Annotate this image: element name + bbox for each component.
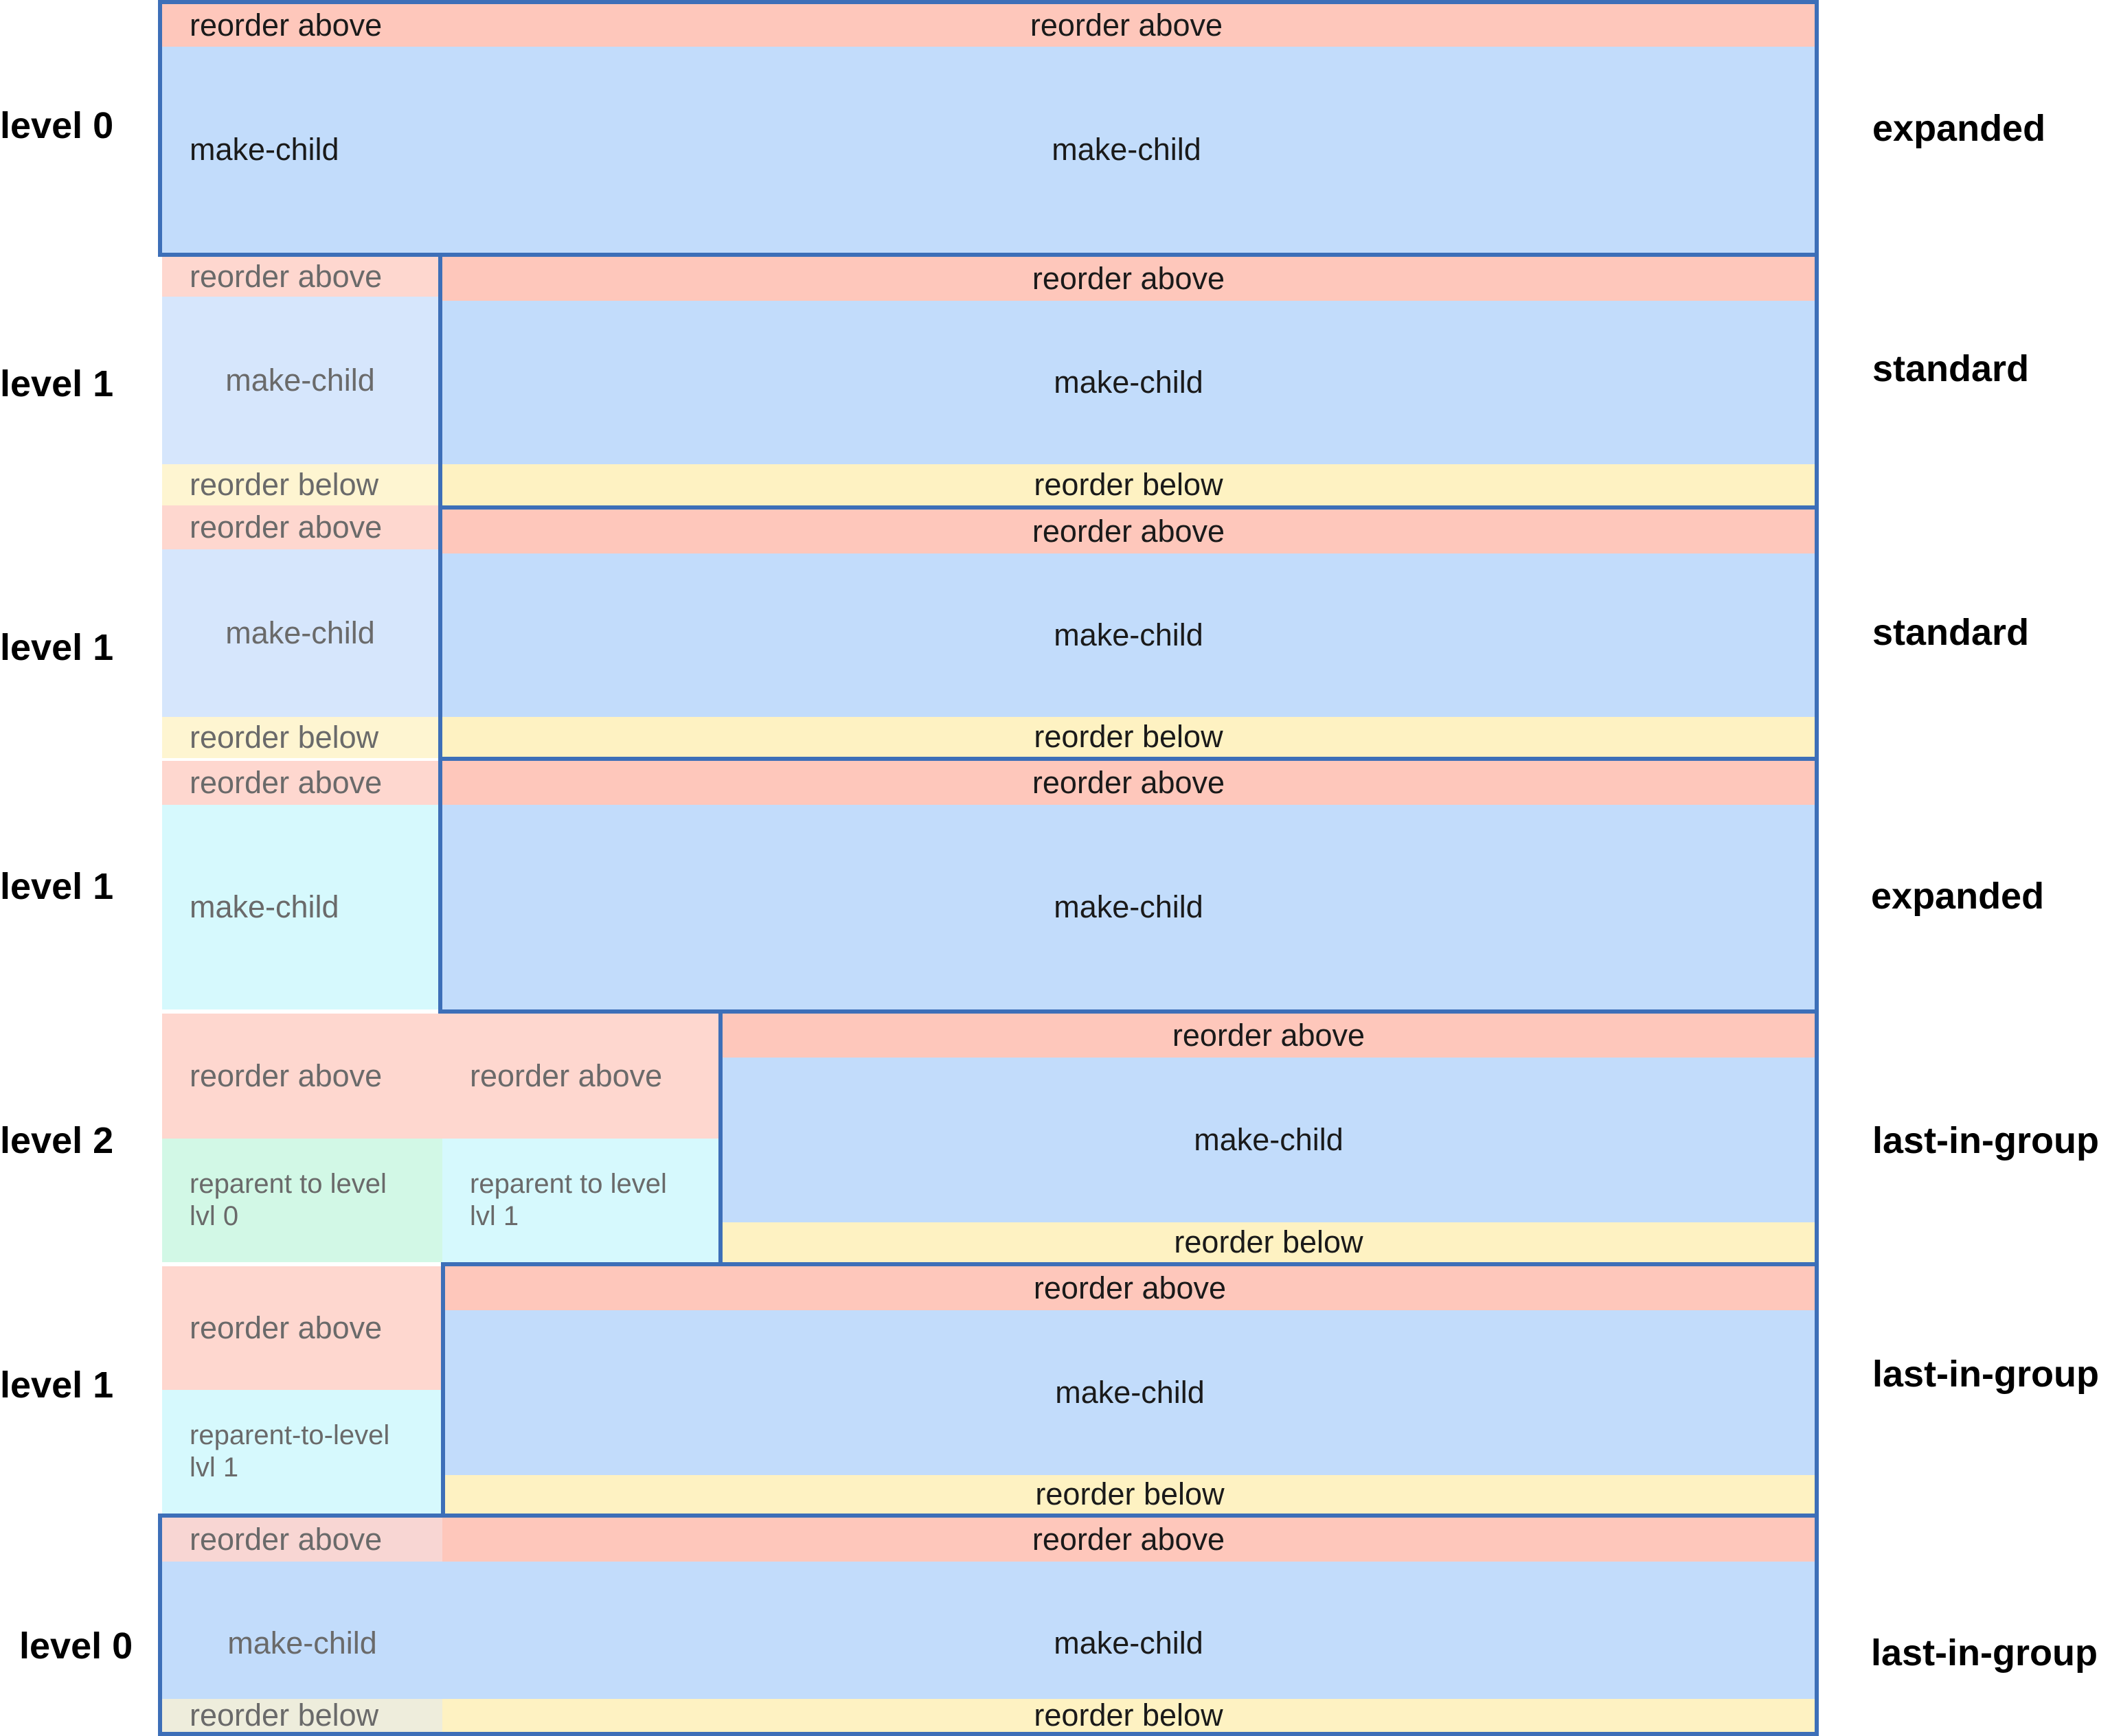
row3-make-child[interactable]: make-child <box>442 805 1815 1009</box>
row6-make-child[interactable]: make-child <box>442 1562 1815 1725</box>
row4-kind-label: last-in-group <box>1872 1120 2099 1161</box>
row0-reorder-above[interactable]: reorder above <box>438 4 1815 47</box>
row5-make-child[interactable]: make-child <box>445 1310 1815 1475</box>
row2-left-make-child[interactable]: make-child <box>162 549 438 717</box>
row6-reorder-below[interactable]: reorder below <box>442 1698 1815 1733</box>
row2-level-label: level 1 <box>0 627 114 668</box>
row1-left-reorder-above[interactable]: reorder above <box>162 257 438 297</box>
row4-reparent-lvl1-line2: lvl 1 <box>470 1201 519 1231</box>
row4-reorder-below[interactable]: reorder below <box>723 1222 1815 1262</box>
row6-kind-label: last-in-group <box>1871 1632 2098 1674</box>
row5-reparent-line1: reparent-to-level <box>190 1420 390 1450</box>
row3-level-label: level 1 <box>0 866 114 907</box>
row1-left-make-child[interactable]: make-child <box>162 297 438 464</box>
row5-reparent-line2: lvl 1 <box>190 1452 239 1483</box>
row2-indent-border <box>438 505 442 757</box>
row6-left-reorder-above[interactable]: reorder above <box>162 1518 442 1562</box>
row5-reorder-below[interactable]: reorder below <box>445 1475 1815 1514</box>
row5-indent-border <box>441 1262 445 1514</box>
row4-reparent-lvl1-line1: reparent to level <box>470 1169 667 1199</box>
row3-reorder-above[interactable]: reorder above <box>442 761 1815 805</box>
row0-left-reorder-above[interactable]: reorder above <box>162 4 438 47</box>
row2-right-border <box>1815 505 1819 757</box>
row2-top-border <box>438 505 1819 510</box>
row1-right-border <box>1815 253 1819 505</box>
row4-reorder-above[interactable]: reorder above <box>723 1014 1815 1058</box>
row2-reorder-below[interactable]: reorder below <box>442 717 1815 757</box>
row2-reorder-above[interactable]: reorder above <box>442 510 1815 553</box>
row2-make-child[interactable]: make-child <box>442 553 1815 717</box>
row4-reparent-lvl0-line2: lvl 0 <box>190 1201 239 1231</box>
row1-indent-border <box>438 253 442 505</box>
row6-level-label: level 0 <box>19 1625 133 1667</box>
row0-left-make-child[interactable]: make-child <box>162 47 438 253</box>
row4-make-child[interactable]: make-child <box>723 1058 1815 1222</box>
row5-level-label: level 1 <box>0 1364 114 1406</box>
row1-kind-label: standard <box>1872 348 2030 389</box>
row3-kind-label: expanded <box>1871 876 2045 917</box>
row5-right-border <box>1815 1262 1819 1514</box>
row2-kind-label: standard <box>1872 612 2030 653</box>
row5-left-reorder-above[interactable]: reorder above <box>162 1266 441 1390</box>
row4-lvl0-reorder-above[interactable]: reorder above <box>162 1014 442 1139</box>
row4-reparent-lvl0-line1: reparent to level <box>190 1169 387 1199</box>
row6-reorder-above[interactable]: reorder above <box>442 1518 1815 1562</box>
row4-indent-border <box>718 1009 723 1266</box>
row1-reorder-below[interactable]: reorder below <box>442 464 1815 505</box>
row5-reorder-above[interactable]: reorder above <box>445 1266 1815 1310</box>
row0-kind-label: expanded <box>1872 108 2046 149</box>
row2-left-reorder-above[interactable]: reorder above <box>162 505 438 549</box>
row0-level-label: level 0 <box>0 105 114 146</box>
row1-make-child[interactable]: make-child <box>442 301 1815 464</box>
row5-top-border <box>441 1262 1819 1266</box>
row4-level-label: level 2 <box>0 1120 114 1161</box>
row1-reorder-above[interactable]: reorder above <box>442 257 1815 301</box>
row0-make-child[interactable]: make-child <box>438 47 1815 253</box>
row1-left-reorder-below[interactable]: reorder below <box>162 464 438 505</box>
row4-lvl1-reorder-above[interactable]: reorder above <box>442 1014 718 1139</box>
row4-right-border <box>1815 1009 1819 1266</box>
row3-left-reorder-above[interactable]: reorder above <box>162 761 438 805</box>
row3-left-make-child[interactable]: make-child <box>162 805 438 1009</box>
row2-left-reorder-below[interactable]: reorder below <box>162 717 438 758</box>
row5-kind-label: last-in-group <box>1872 1354 2099 1395</box>
row1-level-label: level 1 <box>0 363 114 404</box>
row6-left-make-child[interactable]: make-child <box>162 1562 442 1725</box>
row6-left-reorder-below[interactable]: reorder below <box>162 1698 442 1733</box>
